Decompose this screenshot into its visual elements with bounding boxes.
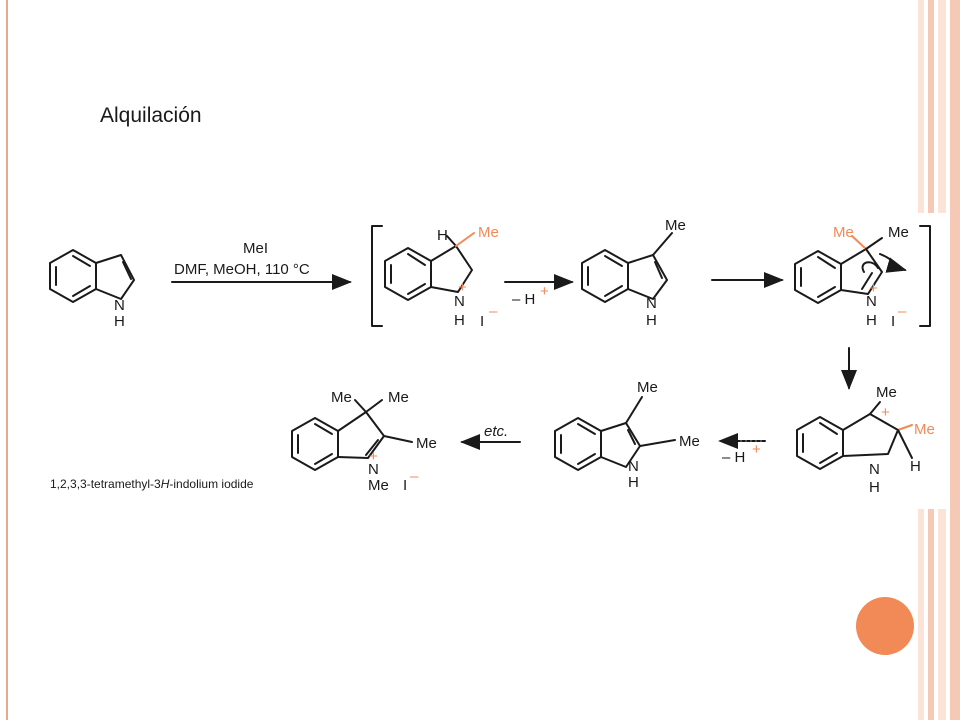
atom-h-label: H: [866, 312, 877, 329]
atom-n-label: N: [869, 461, 880, 478]
plus-charge: +: [752, 441, 761, 458]
atom-h-label: H: [910, 458, 921, 475]
dimethyl-indoleninium: [794, 235, 907, 304]
atom-h-label: H: [437, 227, 448, 244]
atom-me-label: Me: [637, 379, 658, 396]
minus-h-label: – H: [512, 291, 535, 308]
indoleninium-intermediate: [384, 232, 475, 301]
atom-me-label: Me: [914, 421, 935, 438]
atom-me-label: Me: [679, 433, 700, 450]
plus-charge: +: [881, 404, 890, 421]
stripe: [950, 0, 960, 720]
plus-charge: +: [869, 280, 878, 297]
minus-charge: –: [898, 303, 907, 320]
iodide-label: I: [480, 313, 484, 330]
atom-h-label: H: [646, 312, 657, 329]
atom-me-label: Me: [876, 384, 897, 401]
product-name-italic-h: H: [161, 477, 170, 491]
atom-h-label: H: [114, 313, 125, 330]
atom-me-label: Me: [331, 389, 352, 406]
minus-h-label: – H: [722, 449, 745, 466]
decorative-orange-circle: [856, 597, 914, 655]
atom-n-label: N: [628, 458, 639, 475]
atom-me-label: Me: [833, 224, 854, 241]
atom-n-label: N: [454, 293, 465, 310]
atom-me-label: Me: [888, 224, 909, 241]
conditions-label: DMF, MeOH, 110 °C: [174, 261, 310, 278]
product-name-label: 1,2,3,3-tetramethyl-3H-indolium iodide: [50, 477, 254, 491]
minus-charge: –: [489, 303, 498, 320]
atom-n-label: N: [866, 293, 877, 310]
indole-structure: [49, 249, 135, 303]
plus-charge: +: [540, 283, 549, 300]
atom-me-label: Me: [368, 477, 389, 494]
atom-h-label: H: [454, 312, 465, 329]
atom-me-label: Me: [478, 224, 499, 241]
atom-n-label: N: [646, 295, 657, 312]
dimethyl-indoline-cation: [796, 401, 913, 470]
plus-charge: +: [369, 448, 378, 465]
tetramethyl-indolium: [291, 399, 413, 471]
dimethylindole-structure: [554, 396, 676, 471]
plus-charge: +: [458, 279, 467, 296]
atom-n-label: N: [368, 461, 379, 478]
atom-me-label: Me: [665, 217, 686, 234]
slide-title: Alquilación: [100, 104, 202, 127]
left-border-rule: [6, 0, 8, 720]
atom-me-label: Me: [416, 435, 437, 452]
reagent-label: MeI: [243, 240, 268, 257]
bracket-left: [371, 225, 383, 327]
atom-h-label: H: [869, 479, 880, 496]
iodide-label: I: [403, 477, 407, 494]
product-name-part: -indolium iodide: [169, 477, 253, 491]
etc-label: etc.: [484, 423, 508, 440]
atom-h-label: H: [628, 474, 639, 491]
minus-charge: –: [410, 468, 419, 485]
product-name-part: 1,2,3,3-tetramethyl-3: [50, 477, 161, 491]
iodide-label: I: [891, 313, 895, 330]
atom-n-label: N: [114, 297, 125, 314]
bracket-right: [919, 225, 931, 327]
atom-me-label: Me: [388, 389, 409, 406]
skatole-structure: [581, 232, 673, 303]
